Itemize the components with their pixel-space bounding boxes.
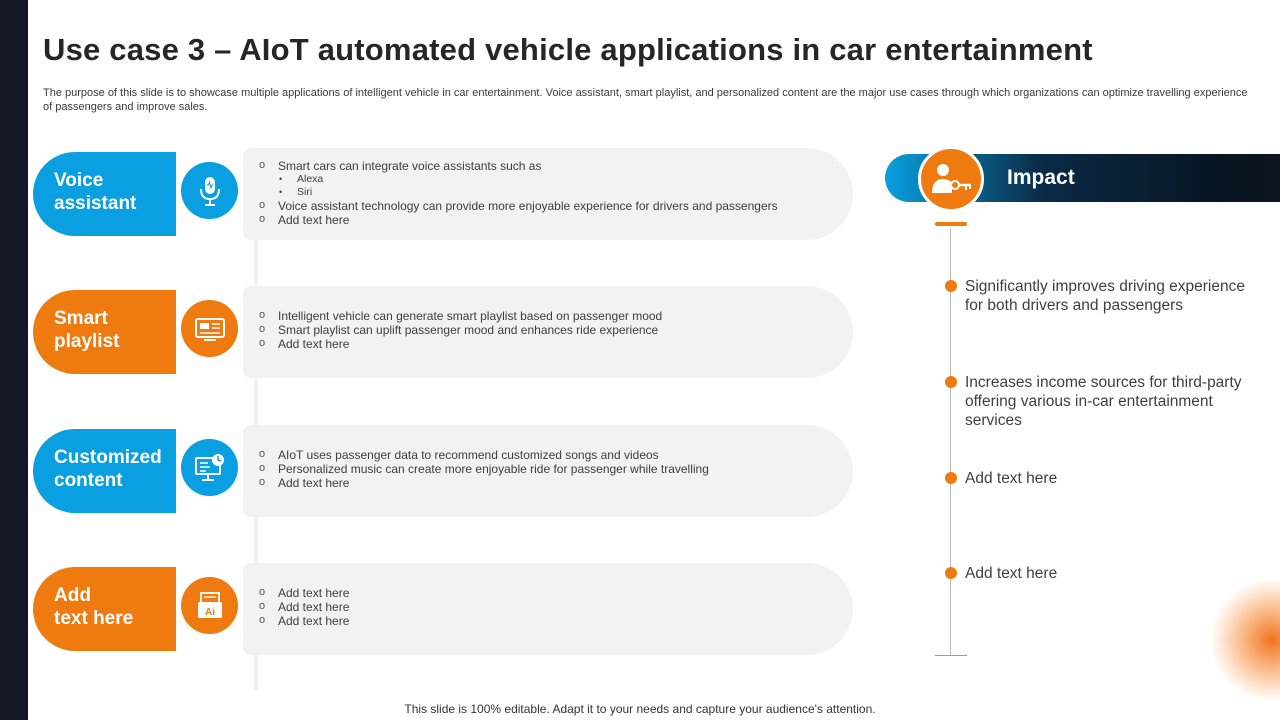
list-item: Personalized music can create more enjoy… bbox=[259, 461, 853, 476]
left-accent-strip bbox=[0, 0, 28, 720]
use-case-label: Add text here bbox=[33, 567, 176, 651]
use-case-details: Intelligent vehicle can generate smart p… bbox=[243, 286, 853, 378]
sub-list-item: Siri bbox=[278, 186, 853, 199]
list-item: Add text here bbox=[259, 475, 853, 490]
timeline-bottom-cap bbox=[935, 655, 967, 656]
use-case-label: Voice assistant bbox=[33, 152, 176, 236]
playlist-screen-icon bbox=[181, 300, 238, 357]
list-item: Smart playlist can uplift passenger mood… bbox=[259, 322, 853, 337]
microphone-icon bbox=[181, 162, 238, 219]
impact-item: Add text here bbox=[965, 470, 1058, 487]
timeline-top-cap bbox=[935, 222, 967, 226]
impact-item: Add text here bbox=[965, 565, 1058, 582]
svg-text:Ai: Ai bbox=[205, 607, 215, 618]
list-item: Add text here bbox=[259, 212, 853, 227]
impact-item: Significantly improves driving experienc… bbox=[965, 278, 1245, 314]
impact-title: Impact bbox=[1007, 166, 1075, 189]
use-case-details: Add text here Add text here Add text her… bbox=[243, 563, 853, 655]
slide-subtitle: The purpose of this slide is to showcase… bbox=[43, 87, 1248, 113]
monitor-chart-icon bbox=[181, 439, 238, 496]
use-case-label: Smart playlist bbox=[33, 290, 176, 374]
impact-item: Increases income sources for third-party… bbox=[965, 374, 1242, 429]
decorative-glow bbox=[1212, 580, 1280, 700]
list-item: Voice assistant technology can provide m… bbox=[259, 198, 853, 213]
slide-footer: This slide is 100% editable. Adapt it to… bbox=[404, 702, 876, 716]
list-item: Smart cars can integrate voice assistant… bbox=[259, 158, 853, 199]
timeline-dot bbox=[945, 376, 957, 388]
timeline-dot bbox=[945, 567, 957, 579]
timeline-dot bbox=[945, 472, 957, 484]
left-connector-line bbox=[254, 150, 258, 690]
use-case-customized-content: Customized content AIoT uses passenger d… bbox=[33, 425, 858, 517]
list-item: Add text here bbox=[259, 599, 853, 614]
use-case-smart-playlist: Smart playlist Intelligent vehicle can g… bbox=[33, 286, 858, 378]
sub-list-item: Alexa bbox=[278, 173, 853, 186]
list-item: Add text here bbox=[259, 336, 853, 351]
list-item: Add text here bbox=[259, 585, 853, 600]
use-case-details: Smart cars can integrate voice assistant… bbox=[243, 148, 853, 240]
person-key-icon bbox=[918, 146, 984, 212]
use-case-details: AIoT uses passenger data to recommend cu… bbox=[243, 425, 853, 517]
use-case-voice-assistant: Voice assistant Smart cars can integrate… bbox=[33, 148, 858, 240]
list-item: Intelligent vehicle can generate smart p… bbox=[259, 308, 853, 323]
timeline-dot bbox=[945, 280, 957, 292]
impact-timeline bbox=[950, 228, 951, 656]
list-item: Add text here bbox=[259, 613, 853, 628]
ai-document-icon: Ai bbox=[181, 577, 238, 634]
slide-title: Use case 3 – AIoT automated vehicle appl… bbox=[43, 32, 1093, 67]
list-item: AIoT uses passenger data to recommend cu… bbox=[259, 447, 853, 462]
use-case-label: Customized content bbox=[33, 429, 176, 513]
use-case-add-text: Add text here Ai Add text here Add text … bbox=[33, 563, 858, 655]
